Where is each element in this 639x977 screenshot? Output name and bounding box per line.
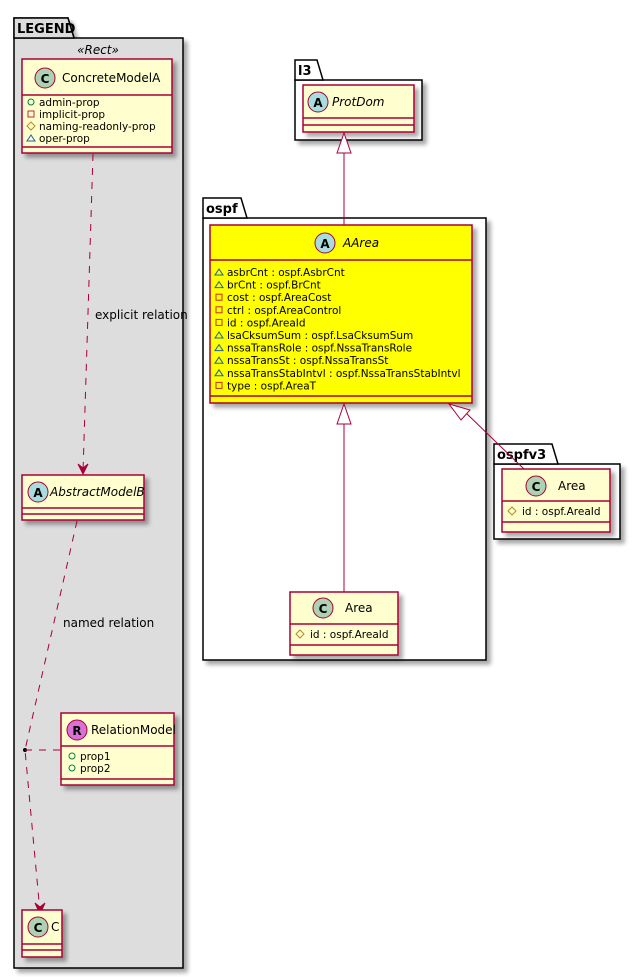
package-visibility-icon: [26, 134, 36, 142]
explicit-relation-label: explicit relation: [95, 308, 188, 322]
protected-visibility-icon: [507, 506, 517, 516]
generalization-ospf-area-aarea[interactable]: [336, 402, 352, 592]
badge-letter: R: [72, 724, 81, 738]
class-name: AbstractModelB: [49, 485, 145, 499]
badge-letter: A: [320, 237, 330, 251]
class-name: AArea: [342, 236, 379, 250]
private-visibility-icon: [215, 318, 223, 326]
package-visibility-icon: [214, 368, 224, 377]
attribute: prop2: [80, 763, 111, 775]
attribute: prop1: [80, 751, 111, 763]
class-c[interactable]: C C: [21, 909, 63, 958]
private-visibility-icon: [27, 110, 35, 118]
package-tab: [294, 59, 325, 81]
package-visibility-icon: [214, 343, 224, 352]
inheritance-arrow-icon: [447, 403, 471, 421]
generalization-line: [464, 411, 525, 470]
class-box: [209, 224, 473, 404]
class-ospfv3-area[interactable]: C Area id : ospf.AreaId: [501, 468, 611, 533]
attribute: nssaTransStabIntvl : ospf.NssaTransStabI…: [227, 368, 461, 380]
legend-title: LEGEND: [17, 22, 76, 37]
protected-visibility-icon: [26, 121, 36, 131]
class-name: Area: [558, 479, 586, 493]
class-name: ConcreteModelA: [62, 71, 161, 85]
protected-visibility-icon: [295, 629, 305, 639]
class-badge-icon: [525, 475, 547, 497]
attribute: nssaTransSt : ospf.NssaTransSt: [227, 355, 388, 367]
explicit-relation-line: [82, 153, 94, 473]
class-badge-icon: [27, 916, 49, 938]
attribute: type : ospf.AreaT: [227, 380, 317, 392]
package-title: ospf: [206, 202, 238, 217]
legend-stereotype: «Rect»: [77, 43, 119, 57]
package-tab: [493, 443, 560, 465]
attribute: id : ospf.AreaId: [522, 506, 601, 518]
attribute: id : ospf.AreaId: [310, 629, 389, 641]
class-badge-icon: [34, 67, 56, 89]
abstract-badge-icon: [307, 91, 329, 113]
private-visibility-icon: [215, 293, 223, 301]
attribute: lsaCksumSum : ospf.LsaCksumSum: [227, 330, 413, 342]
abstract-badge-icon: [27, 481, 49, 503]
public-visibility-icon: [68, 764, 76, 772]
named-relation[interactable]: named relation: [23, 520, 154, 916]
named-relation-label: named relation: [63, 616, 154, 630]
package-title: ospfv3: [497, 448, 546, 463]
inheritance-arrow-icon: [336, 402, 352, 425]
abstract-badge-icon: [314, 232, 336, 254]
class-name: ProtDom: [332, 95, 385, 109]
public-visibility-icon: [27, 98, 35, 106]
attribute: brCnt : ospf.BrCnt: [227, 280, 321, 292]
attribute: implicit-prop: [39, 109, 105, 121]
class-name: C: [51, 920, 59, 934]
package-title: l3: [298, 64, 312, 79]
package-visibility-icon: [214, 280, 224, 289]
attribute: id : ospf.AreaId: [227, 317, 306, 329]
package-visibility-icon: [214, 268, 224, 276]
class-protdom[interactable]: A ProtDom: [302, 84, 415, 133]
attribute: oper-prop: [39, 133, 90, 145]
attribute: asbrCnt : ospf.AsbrCnt: [227, 267, 345, 279]
badge-letter: A: [313, 96, 323, 110]
public-visibility-icon: [68, 752, 76, 760]
class-abstract-model-b[interactable]: A AbstractModelB: [21, 474, 145, 521]
attribute: nssaTransRole : ospf.NssaTransRole: [227, 343, 412, 355]
private-visibility-icon: [215, 381, 223, 389]
relation-badge-icon: [66, 719, 88, 741]
attribute: naming-readonly-prop: [39, 121, 156, 133]
package-visibility-icon: [214, 331, 224, 339]
class-name: Area: [345, 601, 373, 615]
class-name: RelationModel: [91, 723, 176, 737]
arrow-head-icon: [77, 463, 89, 476]
generalization-ospfv3-area-aarea[interactable]: [447, 403, 525, 470]
generalization-aarea-protdom[interactable]: [336, 131, 352, 225]
badge-letter: A: [33, 486, 43, 500]
inheritance-arrow-icon: [336, 131, 352, 154]
class-concrete-model-a[interactable]: C ConcreteModelA admin-prop implicit-pro…: [21, 58, 173, 154]
private-visibility-icon: [215, 306, 223, 314]
package-tab: [202, 197, 249, 219]
explicit-relation[interactable]: explicit relation: [77, 153, 188, 476]
attribute: admin-prop: [39, 97, 100, 109]
attribute: cost : ospf.AreaCost: [227, 292, 331, 304]
package-visibility-icon: [214, 356, 224, 364]
class-badge-icon: [312, 597, 334, 619]
attribute: ctrl : ospf.AreaControl: [227, 305, 341, 317]
class-ospf-area[interactable]: C Area id : ospf.AreaId: [289, 591, 399, 656]
class-relation-model[interactable]: R RelationModel prop1 prop2: [60, 712, 176, 786]
badge-letter: C: [319, 602, 328, 616]
badge-letter: C: [34, 921, 43, 935]
legend-package-tab-outline: [13, 17, 76, 39]
badge-letter: C: [532, 480, 541, 494]
badge-letter: C: [41, 72, 50, 86]
